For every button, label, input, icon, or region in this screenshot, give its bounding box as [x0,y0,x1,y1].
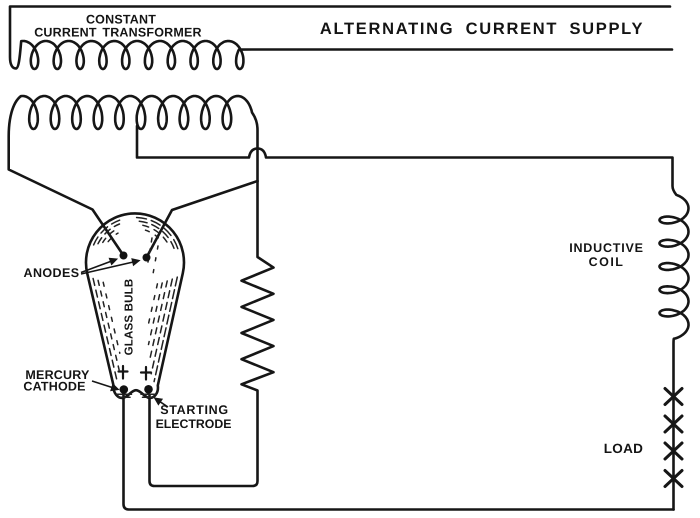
svg-text:CONSTANT: CONSTANT [86,13,156,27]
svg-text:ALTERNATING CURRENT SUPPLY: ALTERNATING CURRENT SUPPLY [320,20,644,38]
svg-text:GLASS BULB: GLASS BULB [124,279,136,356]
svg-text:ANODES: ANODES [24,266,80,280]
svg-text:CATHODE: CATHODE [23,380,85,394]
svg-text:LOAD: LOAD [604,441,643,456]
svg-text:INDUCTIVE: INDUCTIVE [569,241,644,255]
svg-text:MERCURY: MERCURY [25,368,90,382]
svg-text:STARTING: STARTING [160,403,229,417]
svg-text:CURRENT TRANSFORMER: CURRENT TRANSFORMER [34,26,202,40]
svg-text:COIL: COIL [589,255,625,269]
svg-text:ELECTRODE: ELECTRODE [156,417,232,431]
